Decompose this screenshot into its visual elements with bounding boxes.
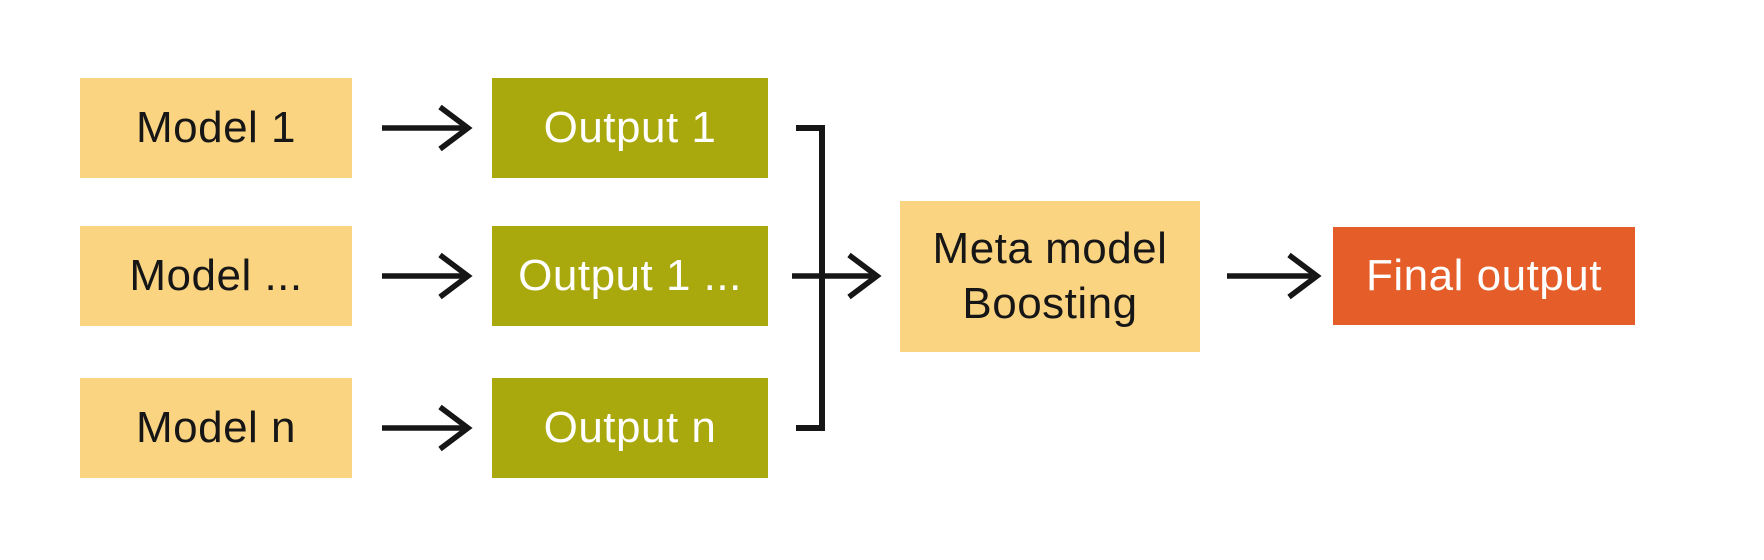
arrow-icon-meta-to-final — [1227, 252, 1322, 300]
arrow-icon-model-ellipsis-to-output-ellipsis — [382, 252, 473, 300]
meta-model-box-label-line1: Meta model — [932, 223, 1168, 273]
arrow-icon-merge-to-meta — [792, 252, 882, 300]
final-output-box: Final output — [1333, 227, 1635, 325]
model-box-1-label: Model 1 — [135, 103, 297, 152]
model-box-ellipsis: Model ... — [80, 226, 352, 326]
output-box-1: Output 1 — [492, 78, 768, 178]
model-box-n-label: Model n — [135, 403, 297, 452]
arrow-icon-model1-to-output1 — [382, 104, 473, 152]
model-box-n: Model n — [80, 378, 352, 478]
output-box-1-label: Output 1 — [543, 103, 717, 152]
meta-model-box-label-line2: Boosting — [962, 278, 1138, 328]
output-box-n-label: Output n — [543, 403, 717, 452]
output-box-n: Output n — [492, 378, 768, 478]
final-output-box-label: Final output — [1366, 251, 1602, 300]
output-box-ellipsis-label: Output 1 ... — [518, 251, 742, 300]
meta-model-box: Meta model Boosting — [900, 201, 1200, 352]
arrow-icon-modeln-to-outputn — [382, 404, 473, 452]
merge-bracket-icon — [796, 125, 825, 431]
model-box-ellipsis-label: Model ... — [129, 251, 303, 300]
model-box-1: Model 1 — [80, 78, 352, 178]
output-box-ellipsis: Output 1 ... — [492, 226, 768, 326]
